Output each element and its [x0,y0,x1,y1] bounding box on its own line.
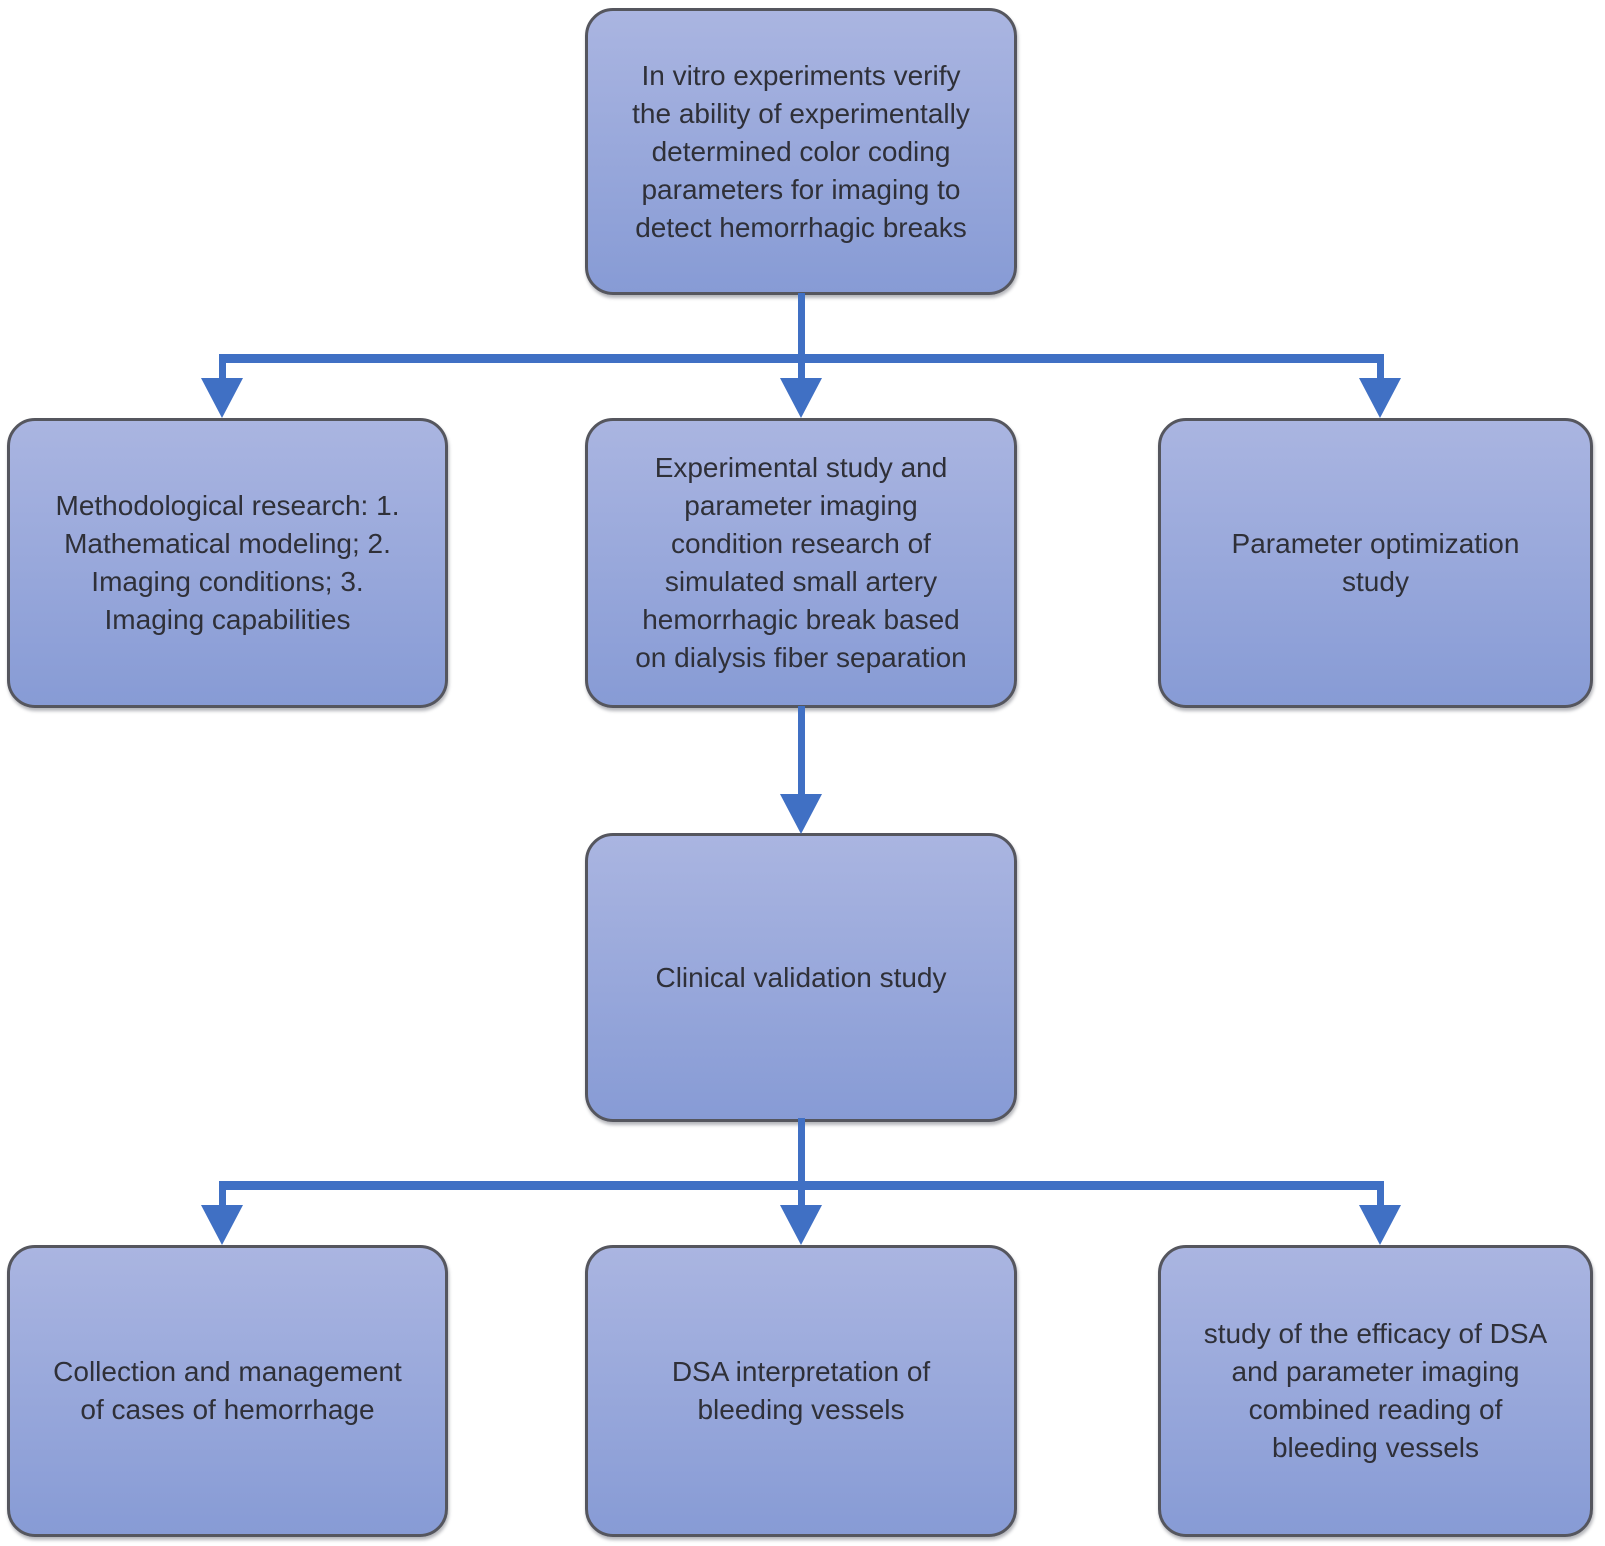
node-methodological-research-label: Methodological research: 1. Mathematical… [55,490,400,635]
connector-clinical-stem [798,1118,805,1205]
node-collection-management: Collection and management of cases of he… [7,1245,448,1537]
arrow-down-icon [1359,378,1401,418]
node-experimental-study: Experimental study and parameter imaging… [585,418,1017,708]
node-clinical-validation: Clinical validation study [585,833,1017,1122]
connector-experimental-clinical-stem [798,706,805,796]
arrow-down-icon [780,378,822,418]
connector-root-branch-line [219,354,1384,363]
connector-root-left-drop [219,354,226,380]
node-dsa-interpretation-label: DSA interpretation of bleeding vessels [671,1356,931,1425]
arrow-down-icon [201,378,243,418]
arrow-down-icon [780,1205,822,1245]
arrow-down-icon [1359,1205,1401,1245]
node-parameter-optimization-label: Parameter optimization study [1231,528,1520,597]
connector-clinical-right-drop [1377,1181,1384,1207]
node-efficacy-study: study of the efficacy of DSA and paramet… [1158,1245,1593,1537]
connector-clinical-branch-line [219,1181,1384,1190]
arrow-down-icon [780,794,822,834]
node-dsa-interpretation: DSA interpretation of bleeding vessels [585,1245,1017,1537]
node-collection-management-label: Collection and management of cases of he… [53,1356,402,1425]
node-efficacy-study-label: study of the efficacy of DSA and paramet… [1203,1318,1548,1463]
node-experimental-study-label: Experimental study and parameter imaging… [635,452,967,673]
node-clinical-validation-label: Clinical validation study [655,961,947,993]
node-parameter-optimization: Parameter optimization study [1158,418,1593,708]
connector-root-right-drop [1377,354,1384,380]
node-root: In vitro experiments verify the ability … [585,8,1017,295]
connector-clinical-left-drop [219,1181,226,1207]
connector-root-stem [798,293,805,380]
arrow-down-icon [201,1205,243,1245]
node-methodological-research: Methodological research: 1. Mathematical… [7,418,448,708]
node-root-label: In vitro experiments verify the ability … [632,59,970,243]
